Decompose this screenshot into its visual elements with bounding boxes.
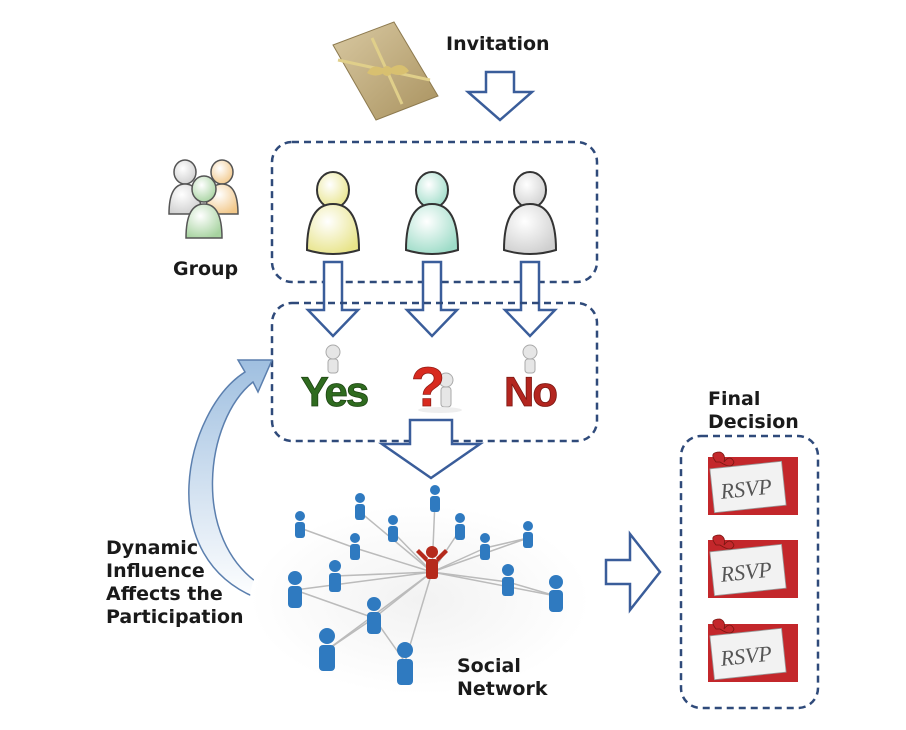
network-person-icon: [549, 575, 563, 612]
person-gray-icon: [502, 171, 558, 255]
maybe-down-arrow: [404, 260, 460, 338]
dynamic-influence-line-3: Affects the: [106, 583, 223, 605]
dynamic-influence-label: Dynamic Influence Affects the Participat…: [106, 537, 244, 629]
yes-response: Yes: [301, 368, 368, 415]
no-figure-icon: [522, 344, 538, 374]
rsvp-card-2: RSVP: [708, 534, 798, 598]
social-network-line-1: Social: [457, 655, 521, 677]
person-teal-icon: [404, 171, 460, 255]
network-person-icon: [430, 485, 440, 512]
final-decision-right-arrow: [604, 530, 662, 614]
rsvp-card-1: RSVP: [708, 451, 798, 515]
network-person-icon: [288, 571, 302, 608]
network-person-icon: [388, 515, 398, 542]
rsvp-card-3: RSVP: [708, 618, 798, 682]
dynamic-influence-line-1: Dynamic: [106, 537, 199, 559]
no-down-arrow: [502, 260, 558, 338]
network-person-icon: [455, 513, 465, 540]
network-person-icon: [355, 493, 365, 520]
network-down-arrow: [378, 418, 484, 480]
maybe-response: ?: [411, 355, 445, 418]
yes-figure-icon: [325, 344, 341, 374]
group-icon: [168, 159, 239, 239]
final-decision-label: Final Decision: [708, 388, 799, 434]
no-response: No: [504, 368, 557, 415]
influence-curve-arrow: [188, 359, 274, 602]
network-person-icon: [329, 560, 341, 592]
social-network-line-2: Network: [457, 678, 548, 700]
network-person-icon: [480, 533, 490, 560]
network-person-icon: [397, 642, 413, 685]
yes-down-arrow: [305, 260, 361, 338]
network-person-icon: [367, 597, 381, 634]
final-decision-line-1: Final: [708, 388, 761, 410]
network-person-icon: [295, 511, 305, 538]
invitation-envelope-icon: [332, 21, 439, 121]
final-decision-line-2: Decision: [708, 411, 799, 433]
rsvp-card-2-text: RSVP: [718, 557, 773, 587]
network-person-icon: [350, 533, 360, 560]
network-person-icon: [502, 564, 514, 596]
maybe-figure-icon: [418, 372, 462, 413]
network-people: [288, 485, 563, 685]
final-decision-box: [679, 434, 820, 710]
invitation-down-arrow: [464, 70, 536, 122]
social-network-graphic: [250, 485, 590, 695]
dynamic-influence-line-4: Participation: [106, 606, 244, 628]
invitation-label: Invitation: [446, 33, 550, 55]
dynamic-influence-line-2: Influence: [106, 560, 205, 582]
network-person-icon: [523, 521, 533, 548]
rsvp-card-3-text: RSVP: [718, 641, 773, 671]
social-network-label: Social Network: [457, 655, 547, 701]
group-label: Group: [173, 258, 239, 280]
responses-box: [270, 301, 599, 443]
rsvp-card-1-text: RSVP: [718, 474, 773, 504]
network-person-icon: [319, 628, 335, 671]
network-center-person-icon: [416, 546, 448, 579]
person-yellow-icon: [305, 171, 361, 255]
